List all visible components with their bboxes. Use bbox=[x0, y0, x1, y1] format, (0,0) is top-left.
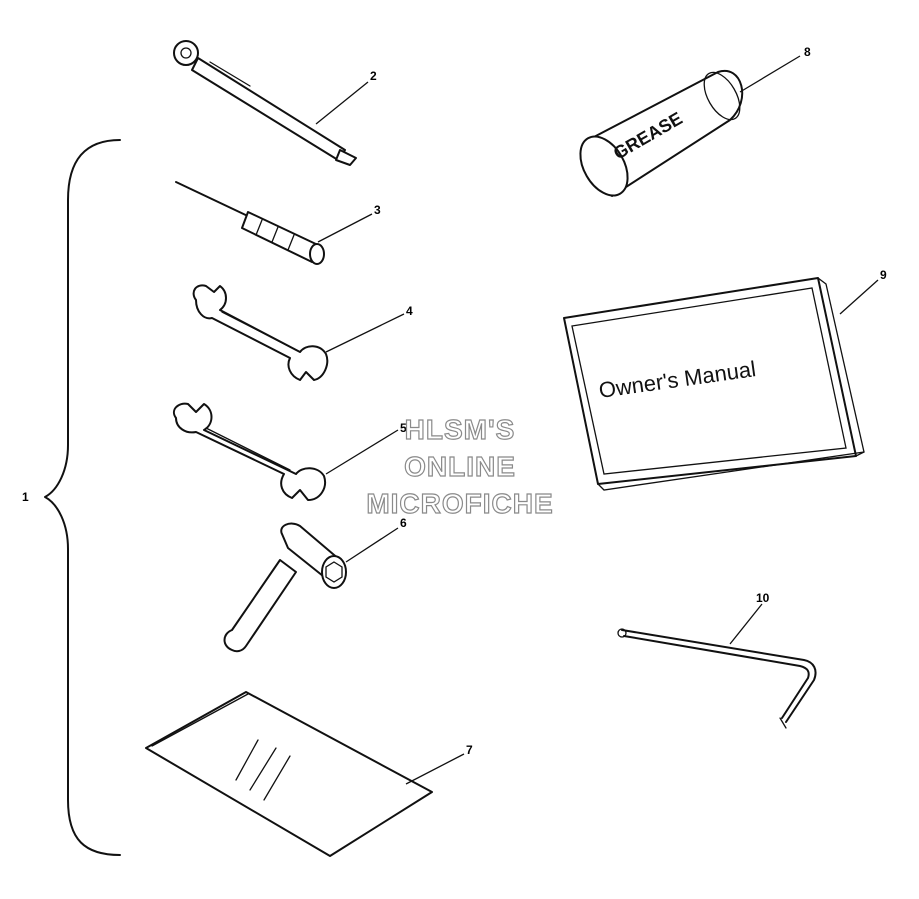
leader-4 bbox=[325, 313, 405, 353]
callout-7: 7 bbox=[466, 743, 473, 757]
leader-2 bbox=[315, 81, 369, 125]
leader-6 bbox=[345, 527, 399, 563]
callout-10: 10 bbox=[756, 591, 770, 605]
callout-8: 8 bbox=[804, 45, 811, 59]
callout-5: 5 bbox=[400, 421, 407, 435]
spark-tester-tool bbox=[173, 40, 357, 166]
callout-6: 6 bbox=[400, 516, 407, 530]
leader-10 bbox=[729, 603, 763, 645]
callout-3: 3 bbox=[374, 203, 381, 217]
callout-2: 2 bbox=[370, 69, 377, 83]
leader-7 bbox=[405, 753, 465, 785]
tool-bag bbox=[145, 691, 433, 857]
leader-9 bbox=[839, 279, 879, 315]
callout-4: 4 bbox=[406, 304, 413, 318]
group-bracket bbox=[44, 139, 121, 856]
callout-1: 1 bbox=[22, 490, 29, 504]
screwdriver bbox=[175, 181, 325, 265]
leader-8 bbox=[739, 55, 801, 93]
watermark-line-3: MICROFICHE bbox=[366, 488, 553, 519]
leader-5 bbox=[325, 429, 399, 475]
watermark-line-1: HLSM'S bbox=[405, 414, 516, 445]
owners-manual: Owner's Manual bbox=[563, 277, 865, 491]
spark-plug-socket bbox=[223, 522, 347, 653]
wrench-small bbox=[192, 284, 329, 381]
wrench-large bbox=[172, 402, 326, 501]
hex-key bbox=[617, 628, 817, 729]
watermark-line-2: ONLINE bbox=[404, 451, 516, 482]
leader-3 bbox=[317, 213, 373, 243]
callout-9: 9 bbox=[880, 268, 887, 282]
grease-tube: GREASE bbox=[579, 69, 744, 197]
